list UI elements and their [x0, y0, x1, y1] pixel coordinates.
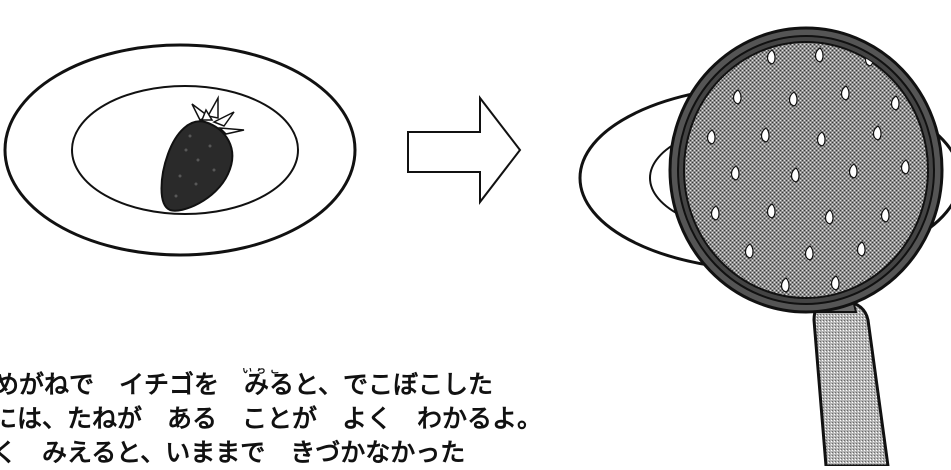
caption-text: いちご めがねで イチゴを みると、でこぼこした には、たねが ある ことが よ…	[0, 368, 600, 470]
furigana-ichigo: いちご	[242, 368, 284, 376]
caption-line-2: には、たねが ある ことが よく わかるよ。	[0, 404, 543, 433]
caption-line-3: く みえると、いままで きづかなかった	[0, 438, 466, 467]
strawberry-icon	[160, 95, 245, 212]
caption-line-1-text: めがねで イチゴを みると、でこぼこした	[0, 370, 494, 399]
magnifying-glass-icon	[668, 26, 944, 466]
right-arrow-icon	[407, 95, 522, 205]
caption-line-1: いちご めがねで イチゴを みると、でこぼこした	[0, 368, 594, 402]
